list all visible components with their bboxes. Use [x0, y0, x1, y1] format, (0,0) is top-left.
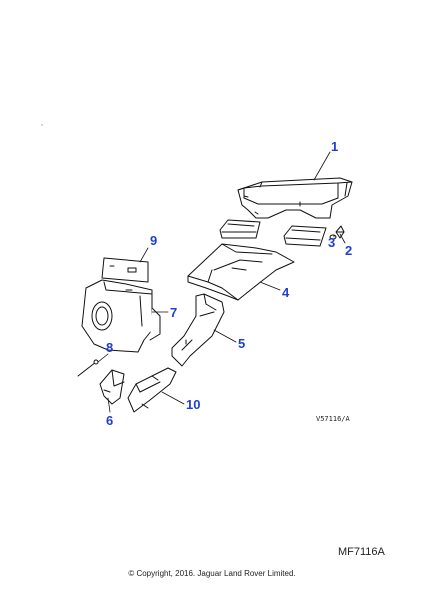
part-8-pin [77, 359, 99, 377]
callout-8: 8 [106, 340, 114, 355]
leader-5 [213, 329, 237, 343]
callout-3: 3 [328, 235, 336, 250]
leader-10 [161, 391, 185, 405]
part-9-plate [101, 257, 149, 283]
leader-lines [97, 151, 346, 413]
part-7-shroud [81, 279, 161, 353]
plate-id: MF7116A [338, 546, 385, 558]
leader-1 [313, 151, 331, 181]
callout-5: 5 [238, 336, 246, 351]
part-1-tray [237, 177, 353, 219]
callout-1: 1 [331, 139, 339, 154]
part-5-support-member [171, 293, 225, 367]
callout-7: 7 [170, 305, 178, 320]
callout-4: 4 [282, 285, 290, 300]
callout-10: 10 [186, 397, 201, 412]
leader-8 [97, 353, 109, 363]
leader-2 [339, 233, 346, 244]
part-4-tunnel-panel [187, 243, 295, 301]
callout-2: 2 [345, 243, 353, 258]
tray-pads [219, 219, 327, 247]
callout-9: 9 [150, 233, 158, 248]
leader-4 [259, 281, 281, 291]
leader-9 [139, 247, 149, 263]
part-10-duct [127, 367, 177, 413]
leader-6 [107, 397, 111, 413]
part-2-clip [335, 225, 345, 239]
copyright-notice: © Copyright, 2016. Jaguar Land Rover Lim… [128, 569, 296, 578]
callout-6: 6 [106, 413, 114, 428]
drawing-reference: V57116/A [316, 415, 350, 423]
part-6-bracket [99, 369, 125, 405]
part-3-washer [329, 234, 337, 240]
